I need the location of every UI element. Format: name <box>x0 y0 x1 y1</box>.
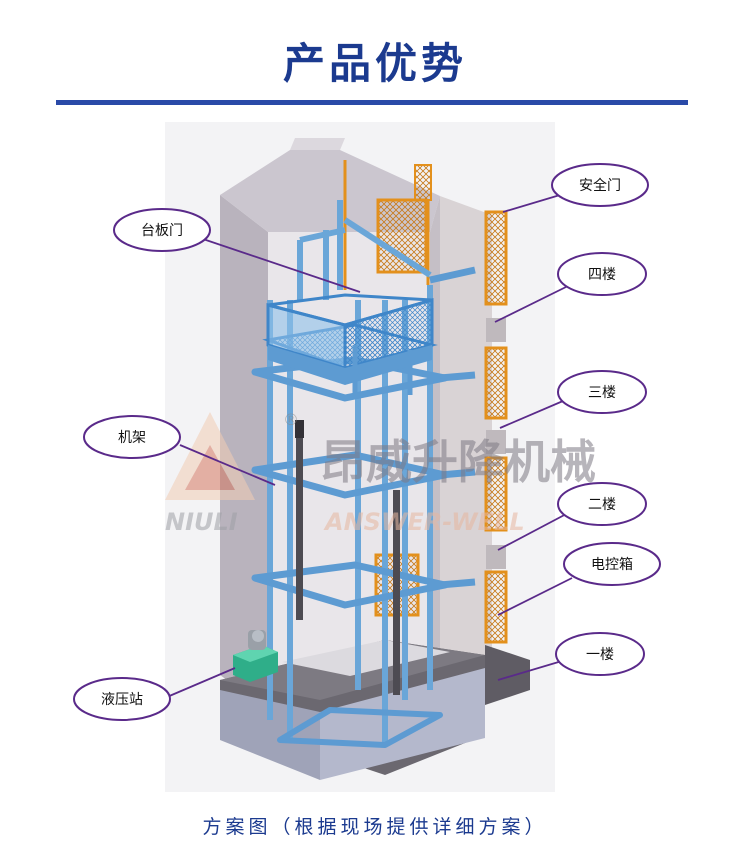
cross-frames <box>251 266 476 748</box>
callout-frame <box>83 415 181 459</box>
callout-control-box <box>563 542 661 586</box>
callout-floor1 <box>555 632 645 676</box>
watermark-en-left: NIULI <box>165 508 238 536</box>
top-beams <box>297 217 432 300</box>
label-floor2: 二楼 <box>588 497 616 513</box>
platform-car <box>262 293 438 395</box>
label-safety-door: 安全门 <box>579 177 621 194</box>
label-floor3: 三楼 <box>588 385 616 401</box>
callout-floor4 <box>557 252 647 296</box>
callout-safety-door <box>551 163 649 207</box>
callout-platform-door <box>113 208 211 252</box>
callout-floor2 <box>557 482 647 526</box>
label-platform-door: 台板门 <box>141 223 183 239</box>
watermark-cn-text: 昂威升降机械 <box>320 435 596 489</box>
page-title: 产品优势 <box>282 39 467 88</box>
label-hydraulic-station: 液压站 <box>101 692 143 708</box>
label-floor4: 四楼 <box>588 267 616 283</box>
base-pit <box>220 640 530 780</box>
watermark: ® 昂威升降机械 NIULI ANSWER-WELL <box>165 410 596 536</box>
callout-labels: 安全门 四楼 三楼 二楼 电控箱 一楼 台板门 机架 液压站 <box>101 177 633 708</box>
watermark-en-right: ANSWER-WELL <box>323 508 525 536</box>
floor-slabs <box>486 318 506 569</box>
title-rule <box>56 100 688 105</box>
label-floor1: 一楼 <box>586 647 614 663</box>
callout-floor3 <box>557 370 647 414</box>
hydraulic-station-unit <box>233 630 278 682</box>
watermark-registered: ® <box>283 410 299 429</box>
callout-hydraulic-station <box>73 677 171 721</box>
hydraulic-cylinders <box>295 420 400 695</box>
label-control-box: 电控箱 <box>591 557 633 573</box>
callout-bubbles <box>73 163 661 721</box>
label-frame: 机架 <box>118 430 146 446</box>
diagram-caption: 方案图（根据现场提供详细方案） <box>202 816 548 838</box>
